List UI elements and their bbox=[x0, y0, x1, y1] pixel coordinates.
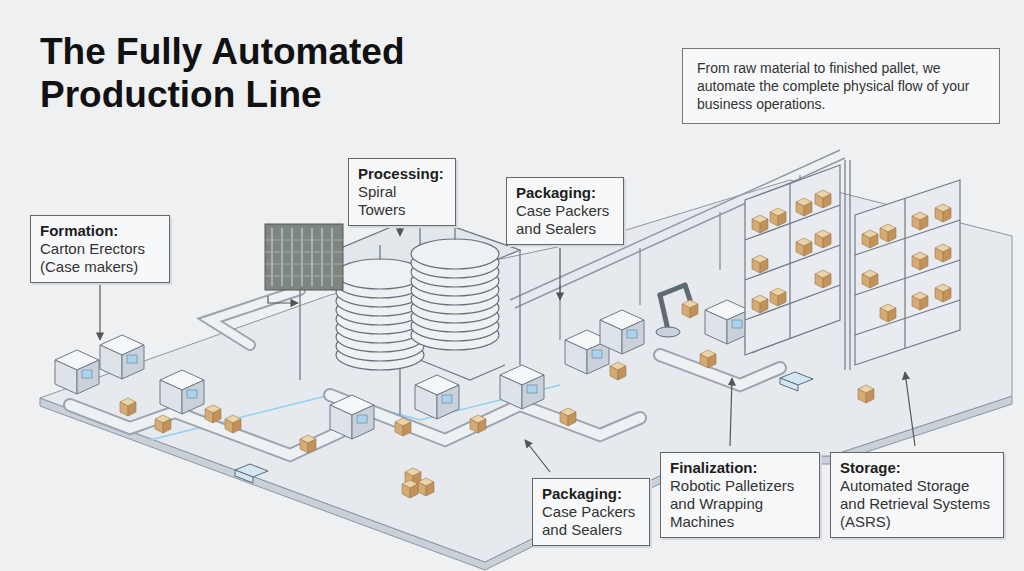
callout-heading: Processing: bbox=[358, 165, 446, 183]
callout-heading: Finalization: bbox=[670, 459, 810, 477]
callout-text: Spiral Towers bbox=[358, 183, 446, 219]
callout-box: Finalization:Robotic Palletizers and Wra… bbox=[660, 452, 820, 538]
callout-box: Formation:Carton Erectors (Case makers) bbox=[30, 215, 170, 283]
callout-heading: Storage: bbox=[840, 459, 994, 477]
caption: From raw material to finished pallet, we… bbox=[697, 59, 985, 113]
callout-heading: Packaging: bbox=[542, 485, 640, 503]
callout-box: Packaging:Case Packers and Sealers bbox=[532, 478, 650, 546]
callout-text: Carton Erectors (Case makers) bbox=[40, 240, 160, 276]
callout-text: Robotic Palletizers and Wrapping Machine… bbox=[670, 477, 810, 531]
callout-heading: Packaging: bbox=[516, 184, 614, 202]
callout-text: Case Packers and Sealers bbox=[542, 503, 640, 539]
callout-box: Packaging:Case Packers and Sealers bbox=[506, 177, 624, 245]
caption-box: From raw material to finished pallet, we… bbox=[682, 48, 1000, 124]
callout-text: Case Packers and Sealers bbox=[516, 202, 614, 238]
callout-text: Automated Storage and Retrieval Systems … bbox=[840, 477, 994, 531]
callout-box: Storage:Automated Storage and Retrieval … bbox=[830, 452, 1004, 538]
callout-heading: Formation: bbox=[40, 222, 160, 240]
callout-box: Processing:Spiral Towers bbox=[348, 158, 456, 226]
title: The Fully Automated Production Line bbox=[40, 30, 540, 116]
